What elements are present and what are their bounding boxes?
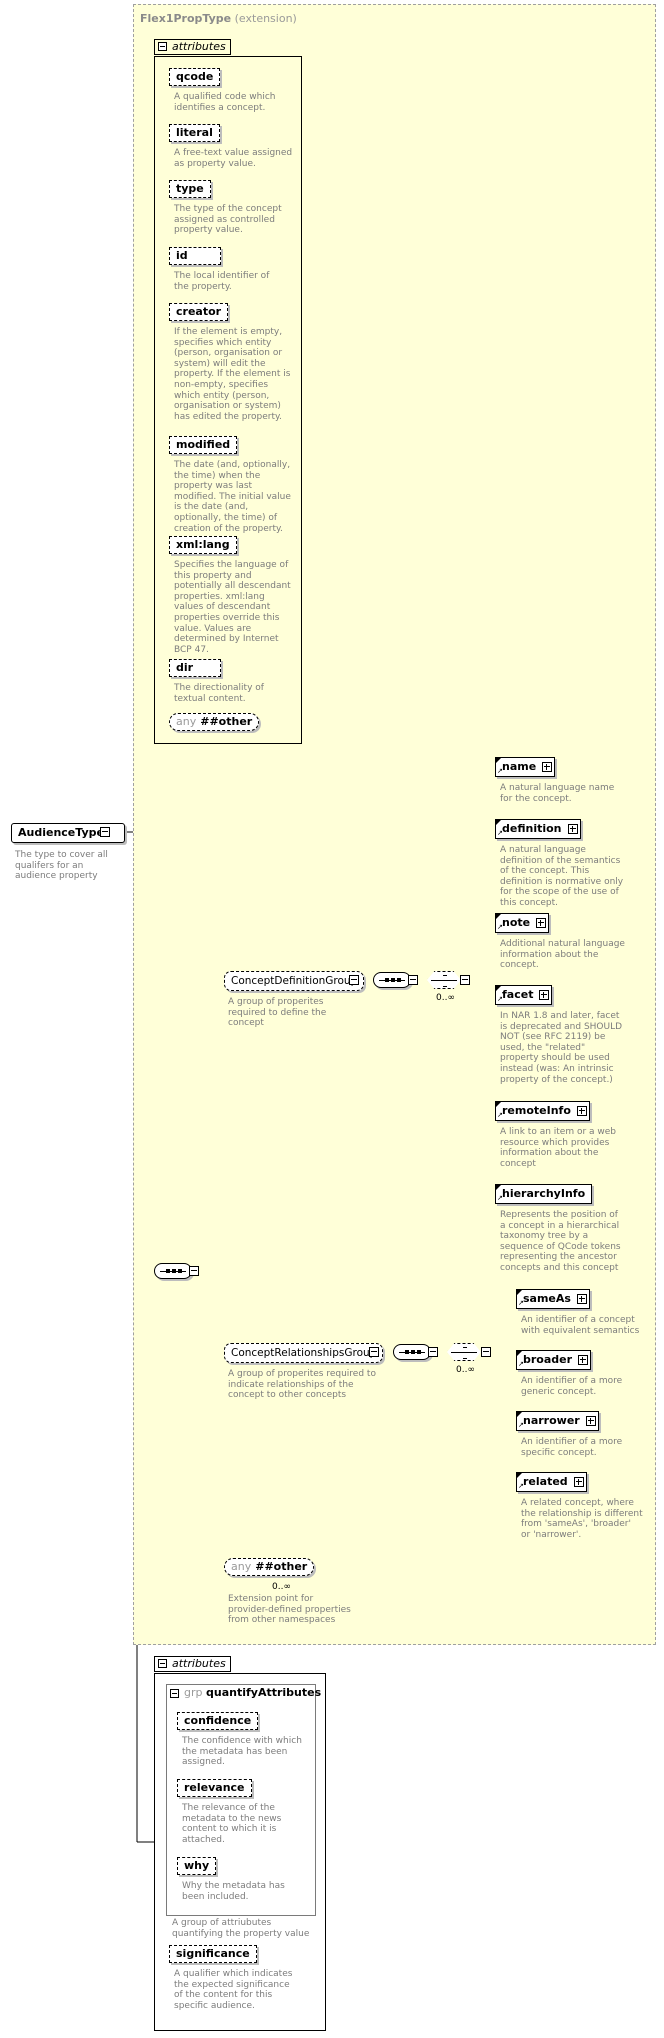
expand-icon[interactable]	[536, 918, 547, 928]
expand-icon[interactable]	[576, 1106, 587, 1116]
collapse-icon[interactable]	[189, 1266, 199, 1276]
sequence-compositor[interactable]	[373, 972, 411, 988]
attribute-literal[interactable]: literal	[169, 124, 220, 142]
element-same-as[interactable]: ↗sameAs	[516, 1289, 590, 1309]
collapse-icon[interactable]	[158, 42, 167, 51]
occurrence-label: 0..∞	[456, 1365, 475, 1375]
concept-definition-group[interactable]: ConceptDefinitionGroup	[224, 971, 365, 991]
group-description: A group of attriubutes quantifying the p…	[172, 1918, 310, 1939]
attribute-relevance[interactable]: relevance	[177, 1779, 252, 1797]
any-description: Extension point for provider-defined pro…	[228, 1594, 351, 1626]
attribute-qcode[interactable]: qcode	[169, 68, 221, 86]
attribute-description: A qualifier which indicates the expected…	[174, 1969, 293, 2011]
expand-icon[interactable]	[578, 1355, 589, 1365]
attribute-significance[interactable]: significance	[169, 1945, 257, 1963]
collapse-icon[interactable]	[408, 975, 418, 985]
group-description: A group of properites required to define…	[228, 997, 327, 1029]
element-description: An identifier of a concept with equivale…	[521, 1315, 640, 1336]
expand-icon[interactable]	[576, 1294, 587, 1304]
collapse-icon[interactable]	[100, 827, 110, 837]
any-attribute[interactable]: any##other	[169, 713, 260, 731]
collapse-icon[interactable]	[170, 1689, 179, 1698]
element-definition[interactable]: ↗definition	[495, 819, 581, 839]
element-related[interactable]: ↗related	[516, 1472, 587, 1492]
occurrence-label: 0..∞	[436, 993, 455, 1003]
attribute-description: A free-text value assigned as property v…	[174, 148, 293, 169]
extension-title: Flex1PropType (extension)	[140, 12, 297, 25]
extension-kind: (extension)	[234, 12, 297, 25]
sequence-compositor[interactable]	[154, 1263, 192, 1279]
attribute-description: A qualified code which identifies a conc…	[174, 92, 276, 113]
attribute-dir[interactable]: dir	[169, 659, 221, 677]
attribute-description: The type of the concept assigned as cont…	[174, 204, 282, 236]
element-description: In NAR 1.8 and later, facet is deprecate…	[500, 1011, 623, 1085]
expand-icon[interactable]	[542, 762, 553, 772]
attribute-description: Specifies the language of this property …	[174, 560, 291, 655]
element-description: Additional natural language information …	[500, 939, 625, 971]
element-description: A natural language definition of the sem…	[500, 845, 624, 908]
collapse-icon[interactable]	[460, 975, 470, 985]
occurrence-label: 0..∞	[272, 1582, 291, 1592]
element-description: A related concept, where the relationshi…	[521, 1498, 643, 1540]
attribute-type[interactable]: type	[169, 180, 211, 198]
attribute-id[interactable]: id	[169, 247, 221, 265]
quantify-attributes-title[interactable]: grp quantifyAttributes	[184, 1686, 322, 1699]
attribute-confidence[interactable]: confidence	[177, 1712, 259, 1730]
expand-icon[interactable]	[567, 824, 578, 834]
element-facet[interactable]: ↗facet	[495, 985, 553, 1005]
collapse-icon[interactable]	[158, 1659, 167, 1668]
expand-icon[interactable]	[539, 990, 550, 1000]
expand-icon[interactable]	[585, 1416, 596, 1426]
attribute-creator[interactable]: creator	[169, 303, 229, 321]
element-description: A link to an item or a web resource whic…	[500, 1127, 617, 1169]
attribute-description: The date (and, optionally, the time) whe…	[174, 460, 291, 534]
expand-icon[interactable]	[573, 1477, 584, 1487]
choice-compositor[interactable]	[447, 1343, 481, 1361]
attribute-description: Why the metadata has been included.	[182, 1881, 285, 1902]
attribute-description: The local identifier of the property.	[174, 271, 270, 292]
attribute-modified[interactable]: modified	[169, 436, 238, 454]
any-element[interactable]: any##other	[224, 1558, 315, 1576]
sequence-compositor[interactable]	[393, 1344, 431, 1360]
collapse-icon[interactable]	[481, 1347, 491, 1357]
element-description: A natural language name for the concept.	[500, 783, 615, 804]
element-note[interactable]: ↗note	[495, 913, 550, 933]
extension-base-name: Flex1PropType	[140, 12, 232, 25]
base-attributes-panel	[154, 56, 302, 744]
choice-compositor[interactable]	[427, 971, 461, 989]
element-description: An identifier of a more specific concept…	[521, 1437, 623, 1458]
collapse-icon[interactable]	[428, 1347, 438, 1357]
attribute-description: The confidence with which the metadata h…	[182, 1736, 302, 1768]
element-narrower[interactable]: ↗narrower	[516, 1411, 599, 1431]
own-attributes-title[interactable]: attributes	[154, 1656, 231, 1672]
collapse-icon[interactable]	[349, 975, 359, 985]
attribute-description: The relevance of the metadata to the new…	[182, 1803, 282, 1845]
base-attributes-title[interactable]: attributes	[154, 39, 231, 55]
attribute-description: If the element is empty, specifies which…	[174, 327, 291, 422]
collapse-icon[interactable]	[369, 1347, 379, 1357]
element-hierarchy-info[interactable]: ↗hierarchyInfo	[495, 1184, 593, 1204]
root-element[interactable]: AudienceType	[11, 823, 125, 843]
element-description: Represents the position of a concept in …	[500, 1210, 621, 1273]
attribute-xml-lang[interactable]: xml:lang	[169, 536, 237, 554]
root-description: The type to cover all qualifers for an a…	[15, 850, 108, 882]
attribute-why[interactable]: why	[177, 1857, 217, 1875]
element-name[interactable]: ↗name	[495, 757, 556, 777]
element-remote-info[interactable]: ↗remoteInfo	[495, 1101, 590, 1121]
group-description: A group of properites required to indica…	[228, 1369, 376, 1401]
attribute-description: The directionality of textual content.	[174, 683, 264, 704]
element-description: An identifier of a more generic concept.	[521, 1376, 623, 1397]
element-broader[interactable]: ↗broader	[516, 1350, 592, 1370]
concept-relationships-group[interactable]: ConceptRelationshipsGroup	[224, 1343, 384, 1363]
